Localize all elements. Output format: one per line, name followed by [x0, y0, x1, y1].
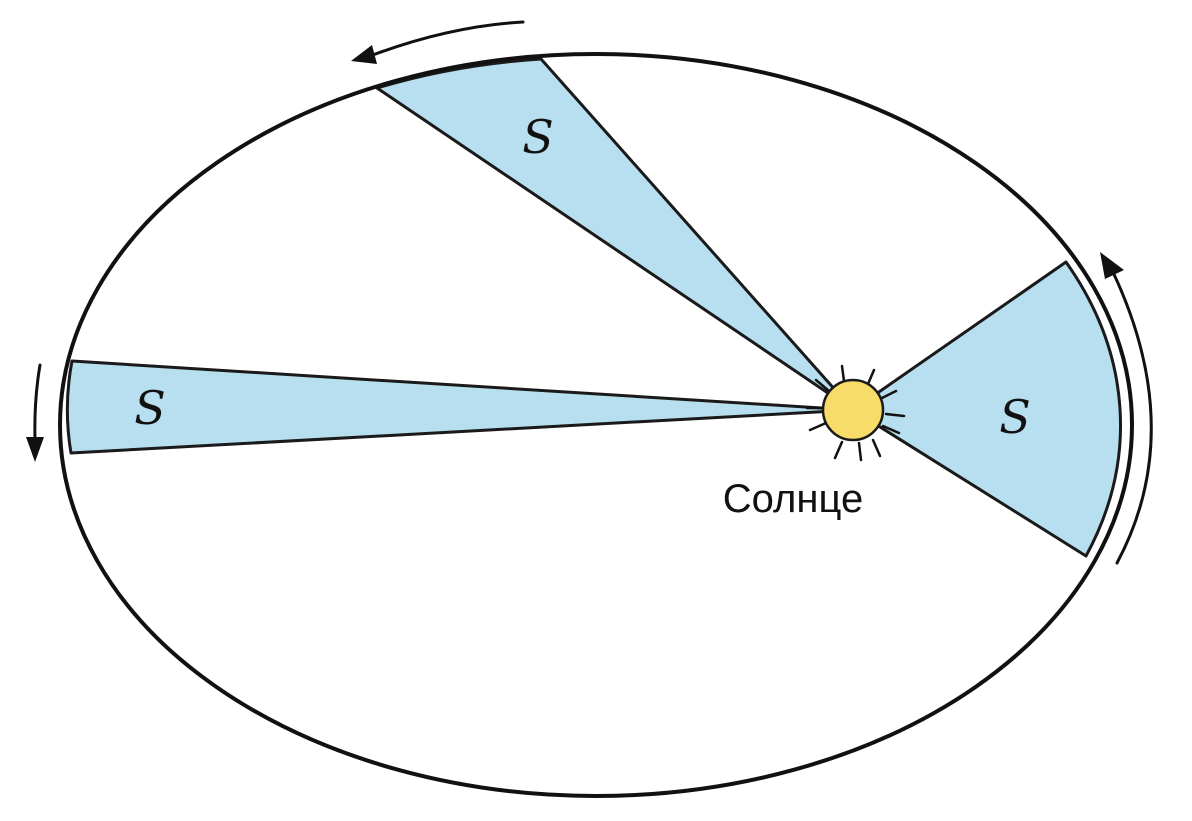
- area-sector-top: [375, 57, 855, 412]
- sector-label-top: S: [522, 110, 554, 164]
- area-sector-left: [65, 359, 855, 455]
- motion-arrow-left: [26, 363, 44, 462]
- sector-label-right: S: [999, 390, 1031, 444]
- arrow-head-icon: [1100, 252, 1124, 279]
- motion-arrow-right: [1100, 252, 1153, 565]
- area-sector-right: [851, 260, 1123, 558]
- sun-icon: [805, 364, 906, 462]
- sun-disk: [821, 378, 885, 442]
- orbit-ellipse: [58, 52, 1134, 798]
- sector-label-left: S: [134, 381, 166, 435]
- sun-label: Солнце: [723, 477, 863, 521]
- motion-arrow-top: [351, 20, 525, 64]
- arrow-head-icon: [351, 45, 377, 64]
- arrow-head-icon: [26, 437, 44, 462]
